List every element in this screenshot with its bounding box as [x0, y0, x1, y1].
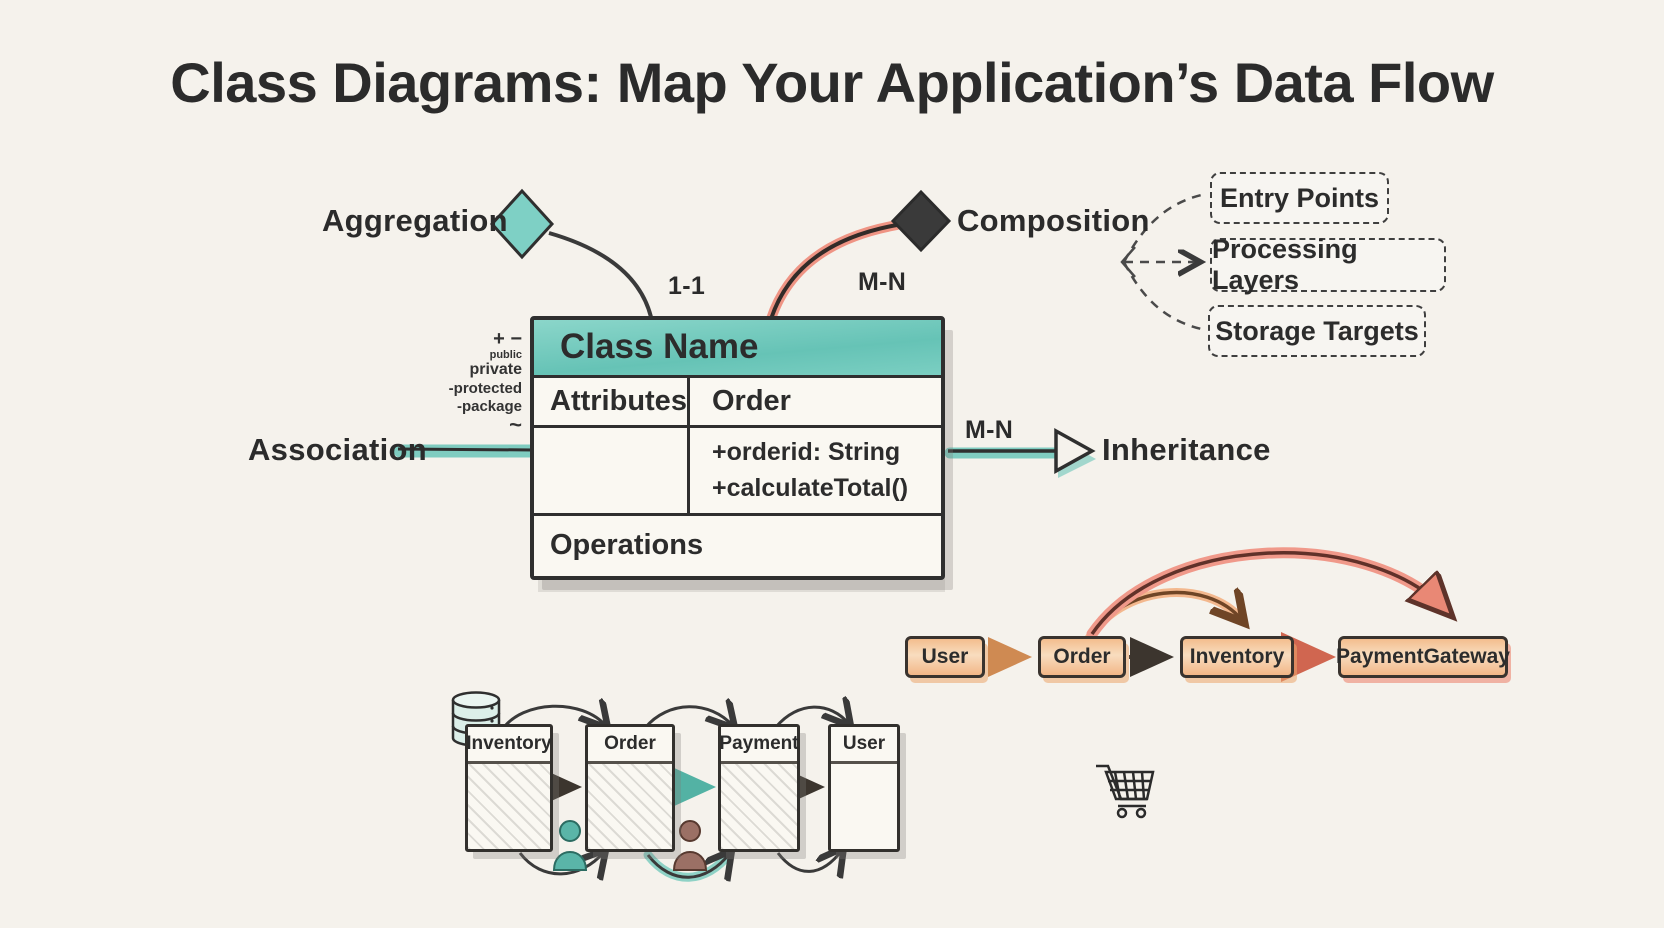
aggregation-connector	[548, 231, 653, 318]
module-inventory-body	[468, 764, 550, 849]
module-order-box: Order	[585, 724, 675, 852]
module-inventory-label: Inventory	[466, 727, 552, 764]
inheritance-arrowhead-icon	[1054, 428, 1096, 474]
object-flow-user-box: User	[905, 636, 985, 678]
storage-targets-box: Storage Targets	[1208, 305, 1426, 357]
module-user-box: User	[828, 724, 900, 852]
members-cell: +orderid: String +calculateTotal()	[690, 428, 941, 513]
vendor-person-icon	[672, 820, 708, 871]
modifier-tilde: ~	[509, 412, 522, 437]
modifier-package: -package	[456, 398, 522, 415]
arc-order-inventory	[1086, 593, 1242, 641]
storage-targets-label: Storage Targets	[1215, 315, 1419, 346]
class-box-row-labels: Attributes Order	[534, 378, 941, 428]
multiplicity-m-n-right-label: M-N	[965, 416, 1014, 444]
bottom-arc-teal-highlight	[643, 848, 735, 882]
multiplicity-m-n-top-label: M-N	[858, 268, 907, 296]
class-box-row-members: +orderid: String +calculateTotal()	[534, 428, 941, 516]
member-orderid: +orderid: String	[712, 438, 901, 466]
customer-person-icon	[552, 820, 588, 871]
object-flow-paymentgateway-label: PaymentGateway	[1336, 645, 1510, 668]
association-label: Association	[248, 432, 428, 467]
module-user-body	[831, 764, 897, 849]
module-order-label: Order	[588, 727, 672, 764]
uml-class-box: Class Name Attributes Order +orderid: St…	[530, 316, 945, 580]
module-inventory-box: Inventory	[465, 724, 553, 852]
page-title: Class Diagrams: Map Your Application’s D…	[170, 51, 1494, 114]
composition-diamond-icon	[890, 189, 952, 253]
arc-order-paymentgateway-highlight	[1086, 547, 1452, 640]
aggregation-label: Aggregation	[322, 203, 508, 238]
modifier-plus-minus: + −	[493, 328, 522, 350]
attributes-label: Attributes	[534, 378, 690, 425]
attributes-cell-empty	[534, 428, 690, 513]
module-sketch-arrows	[511, 768, 874, 845]
processing-layers-label: Processing Layers	[1212, 234, 1358, 295]
object-flow-paymentgateway-box: PaymentGateway	[1336, 636, 1510, 678]
module-payment-box: Payment	[718, 724, 800, 852]
modifier-private: private	[469, 361, 522, 378]
modifier-public: public	[489, 349, 522, 361]
modifier-protected: -protected	[448, 380, 522, 397]
arc-order-inventory-highlight	[1083, 588, 1247, 645]
module-user-label: User	[831, 727, 897, 764]
object-flow-inventory-label: Inventory	[1189, 645, 1285, 668]
entry-points-label: Entry Points	[1219, 182, 1380, 213]
inheritance-arrowhead-shadow	[1058, 438, 1096, 478]
entry-points-box: Entry Points	[1210, 172, 1389, 224]
member-calculatetotal: +calculateTotal()	[712, 474, 909, 502]
module-order-body	[588, 764, 672, 849]
multiplicity-1-1-label: 1-1	[668, 272, 706, 300]
object-flow-user-label: User	[921, 645, 969, 668]
inheritance-label: Inheritance	[1102, 432, 1271, 467]
composition-label: Composition	[957, 203, 1150, 238]
object-flow-order-label: Order	[1053, 645, 1111, 668]
module-bottom-arcs	[518, 850, 842, 877]
processing-layers-box: Processing Layers	[1210, 234, 1446, 295]
example-class-name: Order	[712, 385, 791, 417]
object-flow-inventory-box: Inventory	[1180, 636, 1294, 678]
class-name-header: Class Name	[534, 320, 941, 378]
shopping-cart-icon	[1096, 764, 1155, 819]
operations-label: Operations	[550, 529, 704, 561]
module-payment-label: Payment	[719, 727, 799, 764]
module-payment-body	[721, 764, 797, 849]
object-flow-order-box: Order	[1038, 636, 1126, 678]
arc-order-paymentgateway	[1090, 551, 1446, 635]
